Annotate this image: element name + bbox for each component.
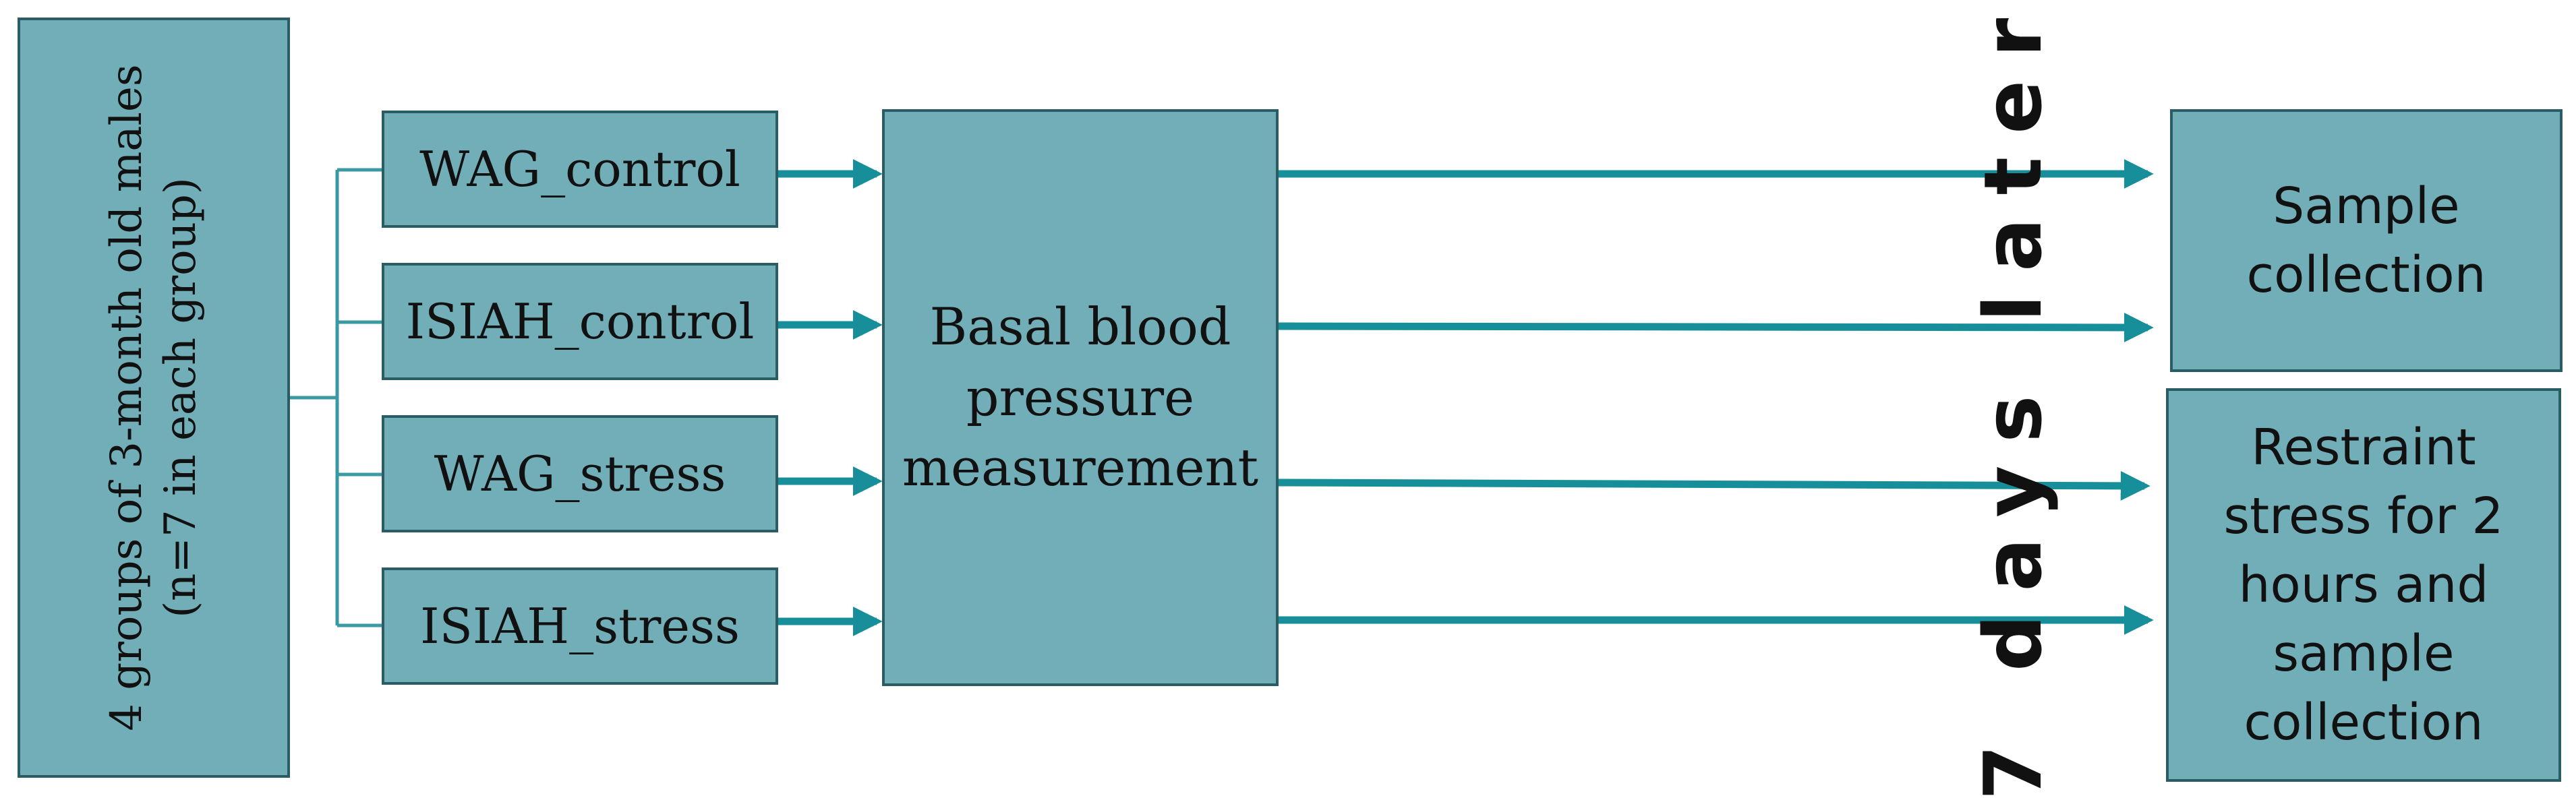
sample-collection-label: Sample collection — [2246, 177, 2486, 304]
group-bracket — [289, 168, 383, 627]
cohort-label: 4 groups of 3-month old males (n=7 in ea… — [100, 64, 208, 731]
arrow-to-stress-1 — [1277, 470, 2150, 501]
basal-bp-box: Basal blood pressure measurement — [882, 109, 1279, 686]
basal-bp-label: Basal blood pressure measurement — [902, 296, 1259, 498]
sample-collection-box: Sample collection — [2170, 109, 2563, 372]
group-box-wag-control: WAG_control — [382, 111, 778, 228]
group-box-isiah-control: ISIAH_control — [382, 263, 778, 380]
group-label-isiah-control: ISIAH_control — [405, 293, 755, 350]
cohort-label-line2: (n=7 in each group) — [156, 177, 206, 618]
group-label-wag-control: WAG_control — [419, 141, 740, 197]
restraint-stress-label: Restraint stress for 2 hours and sample … — [2223, 418, 2504, 752]
arrow-to-sample-2 — [1277, 312, 2154, 342]
group-label-wag-stress: WAG_stress — [434, 445, 726, 502]
group-arrows — [778, 159, 883, 636]
cohort-label-line1: 4 groups of 3-month old males — [102, 64, 152, 731]
group-box-wag-stress: WAG_stress — [382, 415, 778, 532]
restraint-stress-box: Restraint stress for 2 hours and sample … — [2166, 388, 2561, 782]
group-label-isiah-stress: ISIAH_stress — [420, 598, 740, 654]
outcome-arrows — [1277, 159, 2154, 635]
interval-label: 7 days later — [1966, 0, 2059, 800]
group-box-isiah-stress: ISIAH_stress — [382, 567, 778, 685]
cohort-box: 4 groups of 3-month old males (n=7 in ea… — [18, 18, 290, 778]
